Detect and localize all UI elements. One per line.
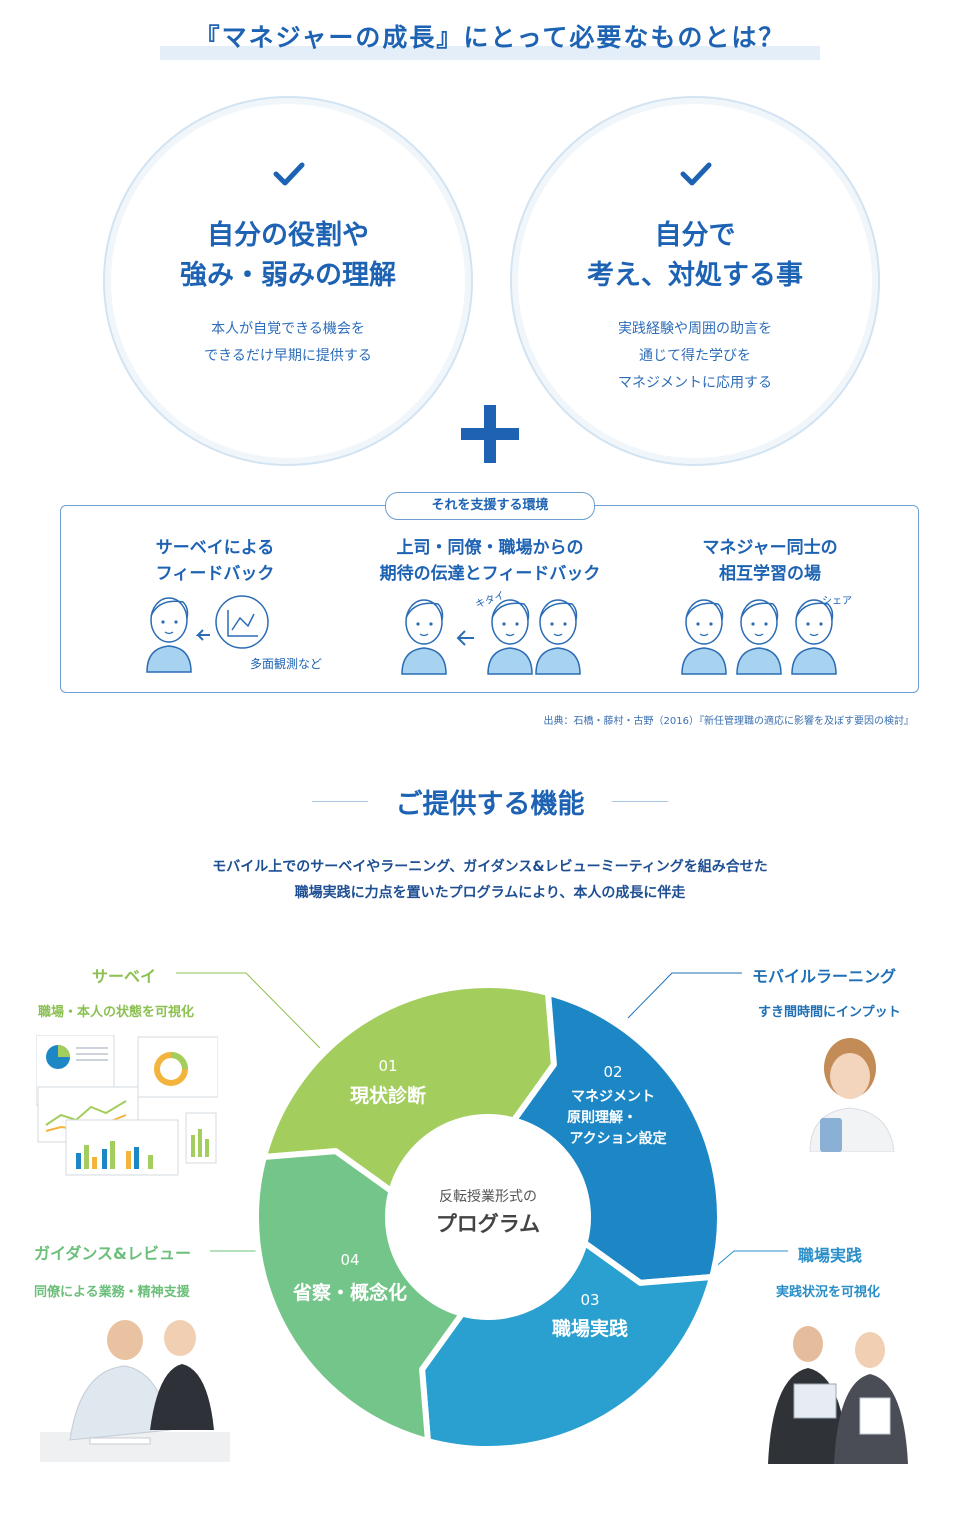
check-icon bbox=[680, 162, 712, 186]
circle-heading-line: 自分の役割や bbox=[207, 220, 369, 251]
circle-desc-line: マネジメントに応用する bbox=[618, 375, 772, 391]
survey-dashboard-illustration bbox=[36, 1035, 218, 1176]
support-environment-tag: それを支援する環境 bbox=[385, 492, 595, 520]
env-item-heading: 期待の伝達とフィードバック bbox=[379, 564, 601, 584]
feature-practice-title: 職場実践 bbox=[798, 1246, 863, 1265]
circle-heading-line: 強み・弱みの理解 bbox=[180, 260, 396, 291]
cycle-center-line: 反転授業形式の bbox=[439, 1189, 537, 1205]
arrow-icon bbox=[456, 630, 474, 646]
feature-mobile-sub: すき間時間にインプット bbox=[758, 1005, 901, 1020]
divider-line bbox=[312, 801, 368, 802]
plus-icon bbox=[461, 405, 519, 463]
title-highlight bbox=[160, 46, 820, 60]
circle-desc-line: 本人が自覚できる機会を bbox=[211, 321, 365, 337]
segment-label: 現状診断 bbox=[350, 1084, 426, 1107]
circle-role-understanding: 自分の役割や 強み・弱みの理解 本人が自覚できる機会を できるだけ早期に提供する bbox=[103, 96, 473, 466]
divider-line bbox=[612, 801, 668, 802]
cycle-center bbox=[388, 1117, 588, 1317]
segment-number: 04 bbox=[340, 1251, 359, 1269]
features-lead-line: 職場実践に力点を置いたプログラムにより、本人の成長に伴走 bbox=[294, 885, 686, 901]
env-item-heading: 上司・同僚・職場からの bbox=[396, 538, 584, 558]
segment-label: 原則理解・ bbox=[567, 1109, 637, 1126]
person-icon bbox=[146, 597, 192, 673]
circle-self-action: 自分で 考え、対処する事 実践経験や周囲の助言を 通じて得た学びを マネジメント… bbox=[510, 96, 880, 466]
workplace-practice-photo bbox=[768, 1326, 908, 1464]
cycle-center-title: プログラム bbox=[436, 1212, 540, 1236]
feature-survey-title: サーベイ bbox=[92, 967, 157, 986]
program-cycle-diagram: 反転授業形式の プログラム 01 現状診断 02 マネジメント 原則理解・ アク… bbox=[253, 982, 723, 1452]
features-title: ご提供する機能 bbox=[395, 789, 585, 820]
env-item-heading: サーベイによる bbox=[155, 538, 275, 558]
feature-guidance-title: ガイダンス&レビュー bbox=[34, 1244, 191, 1263]
person-icon bbox=[401, 599, 447, 675]
circle-heading-line: 考え、対処する事 bbox=[587, 260, 803, 291]
circle-desc-line: 実践経験や周囲の助言を bbox=[618, 321, 772, 337]
features-lead-line: モバイル上でのサーベイやラーニング、ガイダンス&レビューミーティングを組み合せた bbox=[212, 859, 768, 875]
person-icon bbox=[791, 599, 837, 675]
env-item-heading: 相互学習の場 bbox=[719, 564, 821, 584]
arrow-icon bbox=[195, 629, 210, 641]
environment-illustrations: 多面観測など キタイ シェア bbox=[146, 590, 852, 675]
segment-number: 02 bbox=[603, 1063, 622, 1081]
segment-label: マネジメント bbox=[571, 1089, 655, 1105]
segment-label: アクション設定 bbox=[569, 1130, 666, 1147]
feature-survey-sub: 職場・本人の状態を可視化 bbox=[38, 1005, 195, 1020]
person-icon bbox=[736, 599, 782, 675]
person-icon bbox=[487, 599, 533, 675]
env-item-heading: マネジャー同士の bbox=[702, 538, 838, 558]
segment-number: 01 bbox=[378, 1057, 397, 1075]
env-note: 多面観測など bbox=[250, 657, 322, 671]
segment-label: 省察・概念化 bbox=[292, 1281, 407, 1304]
mobile-learning-photo bbox=[809, 1038, 895, 1152]
chart-icon bbox=[215, 595, 269, 649]
feature-mobile-title: モバイルラーニング bbox=[752, 967, 897, 986]
circle-heading-line: 自分で bbox=[654, 220, 736, 251]
person-icon bbox=[681, 599, 727, 675]
check-icon bbox=[273, 162, 305, 186]
circle-desc-line: 通じて得た学びを bbox=[639, 348, 751, 364]
env-note: シェア bbox=[822, 596, 852, 607]
feature-guidance-sub: 同僚による業務・精神支援 bbox=[34, 1285, 190, 1300]
person-icon bbox=[535, 599, 581, 675]
connector-lines bbox=[176, 972, 788, 1281]
source-citation: 出典：石橋・藤村・古野（2016）『新任管理職の適応に影響を及ぼす要因の検討』 bbox=[543, 716, 914, 727]
page-title: 『マネジャーの成長』にとって必要なものとは？ bbox=[194, 23, 786, 52]
segment-label: 職場実践 bbox=[552, 1317, 628, 1340]
env-item-heading: フィードバック bbox=[155, 564, 275, 584]
circle-desc-line: できるだけ早期に提供する bbox=[204, 348, 372, 364]
guidance-review-photo bbox=[40, 1320, 230, 1462]
segment-number: 03 bbox=[580, 1291, 599, 1309]
feature-practice-sub: 実践状況を可視化 bbox=[776, 1285, 881, 1300]
